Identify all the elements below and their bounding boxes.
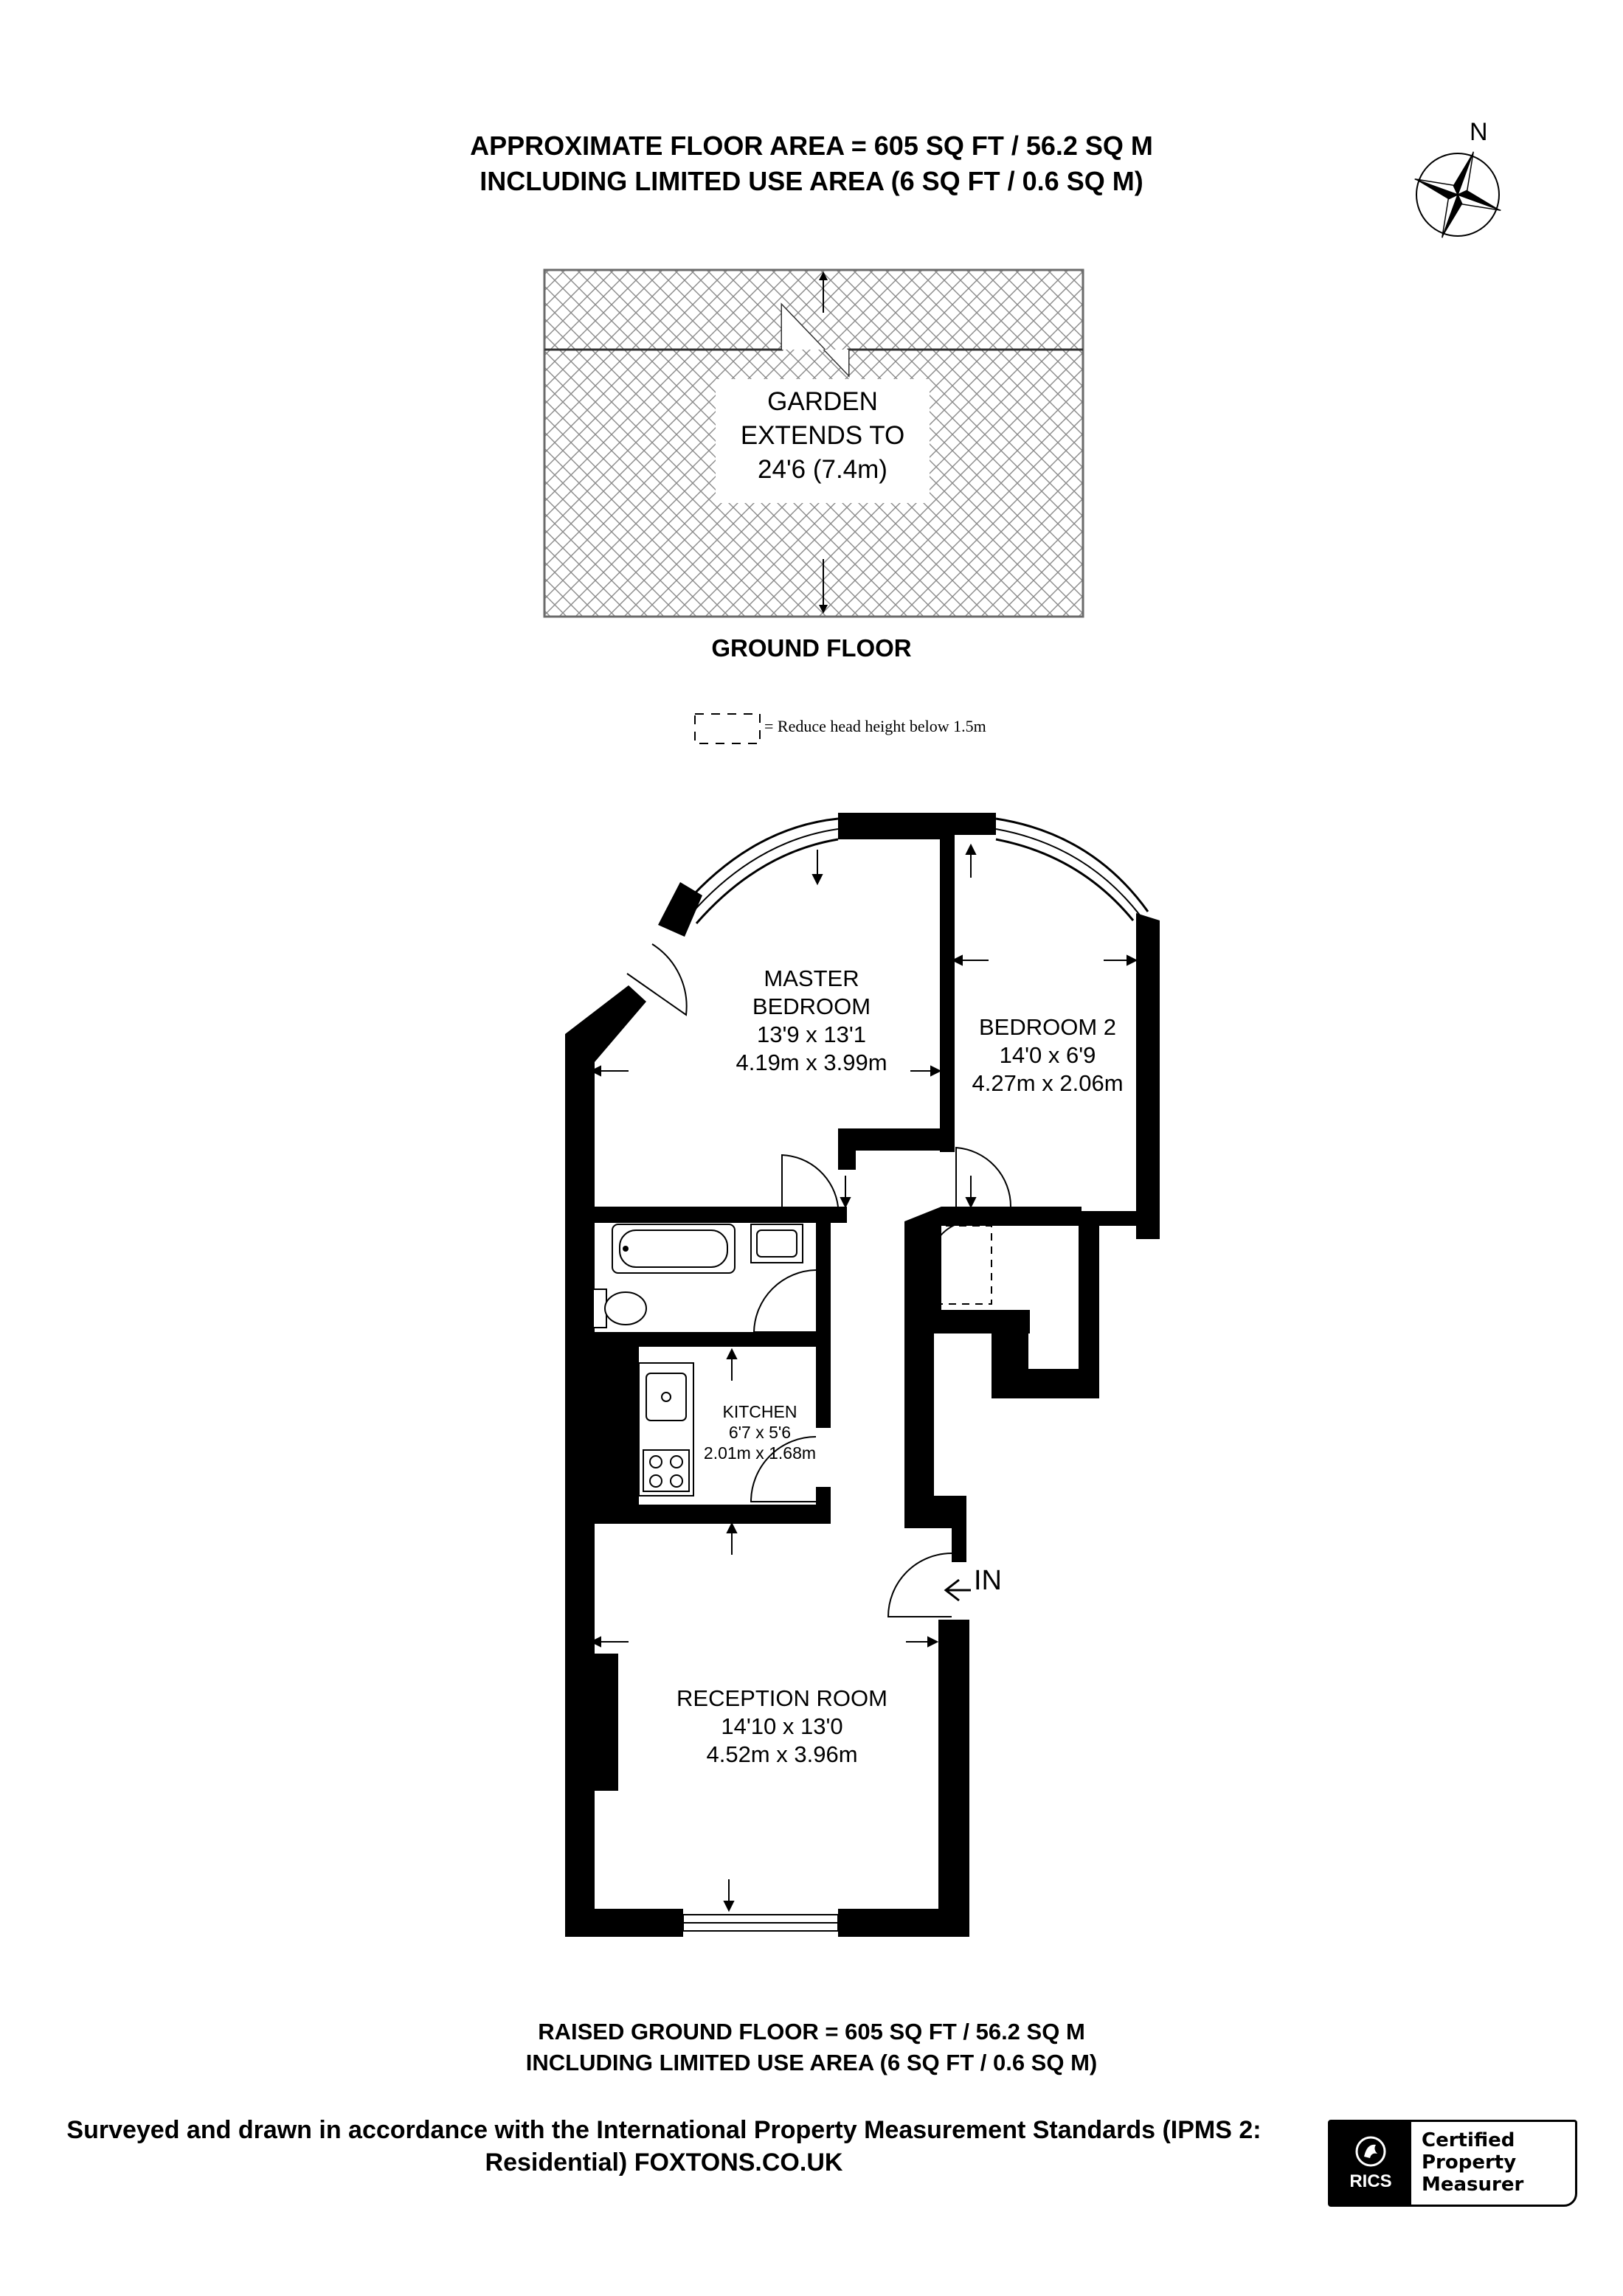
kitchen-metric: 2.01m x 1.68m: [703, 1443, 817, 1463]
wall-recess-bottom: [992, 1369, 1095, 1398]
wall-recess-right: [1079, 1211, 1099, 1398]
bedroom2-name: BEDROOM 2: [978, 1014, 1117, 1040]
reception-imperial: 14'10 x 13'0: [721, 1713, 843, 1739]
fireplace: [595, 1654, 618, 1791]
wall-bathroom-bottom: [595, 1332, 831, 1347]
door-master-bedroom: [781, 1154, 839, 1207]
garden-label-line2: EXTENDS TO: [740, 421, 905, 450]
compass: N: [1411, 118, 1506, 243]
room-bedroom-2: BEDROOM 2 14'0 x 6'9 4.27m x 2.06m: [952, 1013, 1143, 1097]
door-kitchen: [750, 1436, 817, 1502]
wall-kitchen-bottom: [595, 1505, 831, 1524]
floor-area-title: APPROXIMATE FLOOR AREA = 605 SQ FT / 56.…: [470, 131, 1153, 161]
door-bedroom2: [955, 1146, 1012, 1207]
wall-hall-notch-side: [838, 1128, 856, 1170]
wall-bathroom-right: [816, 1207, 831, 1339]
bedroom2-metric: 4.27m x 2.06m: [972, 1070, 1124, 1096]
wall-hall-right-upper: [904, 1207, 941, 1328]
garden-label-line3: 24'6 (7.4m): [758, 455, 887, 484]
reception-name: RECEPTION ROOM: [676, 1685, 887, 1711]
master-bedroom-name1: MASTER: [764, 965, 859, 991]
wall-hall-right: [904, 1313, 934, 1527]
floor-summary-line1: RAISED GROUND FLOOR = 605 SQ FT / 56.2 S…: [538, 2019, 1085, 2044]
rics-logo: RICS: [1330, 2122, 1411, 2205]
kitchen-imperial: 6'7 x 5'6: [728, 1423, 792, 1442]
master-bedroom-imperial: 13'9 x 13'1: [756, 1022, 866, 1047]
door-master-bedroom-outer: [626, 943, 688, 1016]
rics-line1: Certified: [1422, 2129, 1515, 2151]
wall-bedroom2-top: [950, 813, 996, 835]
reception-metric: 4.52m x 3.96m: [706, 1741, 858, 1767]
limited-use-area-subtitle: INCLUDING LIMITED USE AREA (6 SQ FT / 0.…: [480, 166, 1143, 196]
wall-kitchen-right: [816, 1332, 831, 1428]
lion-crest-icon: [1355, 2136, 1386, 2167]
kitchen-sink: [646, 1373, 687, 1421]
arrow-left-icon: [944, 1578, 971, 1602]
footer-line2: Residential) FOXTONS.CO.UK: [485, 2148, 843, 2177]
wall-kitchen-left: [595, 1332, 639, 1524]
hob: [643, 1449, 690, 1492]
room-master-bedroom: MASTER BEDROOM 13'9 x 13'1 4.19m x 3.99m: [701, 965, 922, 1077]
rics-logo-text: RICS: [1349, 2171, 1392, 2191]
rics-badge-text: Certified Property Measurer: [1411, 2122, 1575, 2205]
toilet: [604, 1291, 647, 1325]
wall-hall-entrance: [952, 1496, 966, 1562]
wall-reception-right: [938, 1620, 969, 1937]
wall-bottom-left: [565, 1909, 683, 1937]
garden-label-line1: GARDEN: [767, 387, 878, 416]
wall-hall-notch: [838, 1128, 949, 1151]
bath-tub: [612, 1224, 736, 1274]
master-bedroom-metric: 4.19m x 3.99m: [736, 1050, 887, 1075]
wall-master-bottom: [595, 1207, 847, 1223]
footer-line1: Surveyed and drawn in accordance with th…: [66, 2116, 1262, 2144]
door-cupboard: [928, 1224, 957, 1310]
legend-text: = Reduce head height below 1.5m: [764, 717, 986, 735]
rics-line2: Property: [1422, 2151, 1517, 2174]
wall-left-angled: [565, 985, 646, 1062]
north-label: N: [1470, 118, 1488, 146]
entrance-label: IN: [974, 1565, 1002, 1596]
footer-text: Surveyed and drawn in accordance with th…: [30, 2114, 1298, 2179]
wall-left: [565, 1034, 595, 1934]
bedroom2-imperial: 14'0 x 6'9: [999, 1042, 1096, 1068]
door-bathroom: [752, 1269, 817, 1333]
door-entrance: [887, 1553, 952, 1617]
master-bedroom-name2: BEDROOM: [752, 993, 871, 1019]
kitchen-name: KITCHEN: [722, 1402, 797, 1421]
room-reception: RECEPTION ROOM 14'10 x 13'0 4.52m x 3.96…: [649, 1685, 915, 1769]
limited-head-height-area: [932, 1225, 992, 1305]
garden-plan: [543, 268, 1084, 618]
dashed-box-icon: [694, 713, 761, 744]
room-kitchen: KITCHEN 6'7 x 5'6 2.01m x 1.68m: [701, 1401, 819, 1463]
rics-badge: RICS Certified Property Measurer: [1328, 2120, 1577, 2207]
rics-line3: Measurer: [1422, 2174, 1524, 2196]
wall-divider-master-bedroom2: [940, 813, 955, 1152]
wall-master-top: [838, 813, 949, 839]
garden-label: GARDEN EXTENDS TO 24'6 (7.4m): [716, 385, 930, 487]
compass-rose-icon: [1414, 151, 1501, 238]
wall-bedroom2-right: [1136, 913, 1160, 1239]
floor-summary-line2: INCLUDING LIMITED USE AREA (6 SQ FT / 0.…: [525, 2050, 1098, 2075]
ground-floor-title: GROUND FLOOR: [711, 634, 912, 662]
wall-cupboard-top: [941, 1207, 1082, 1226]
kitchen-counter: [638, 1362, 694, 1496]
